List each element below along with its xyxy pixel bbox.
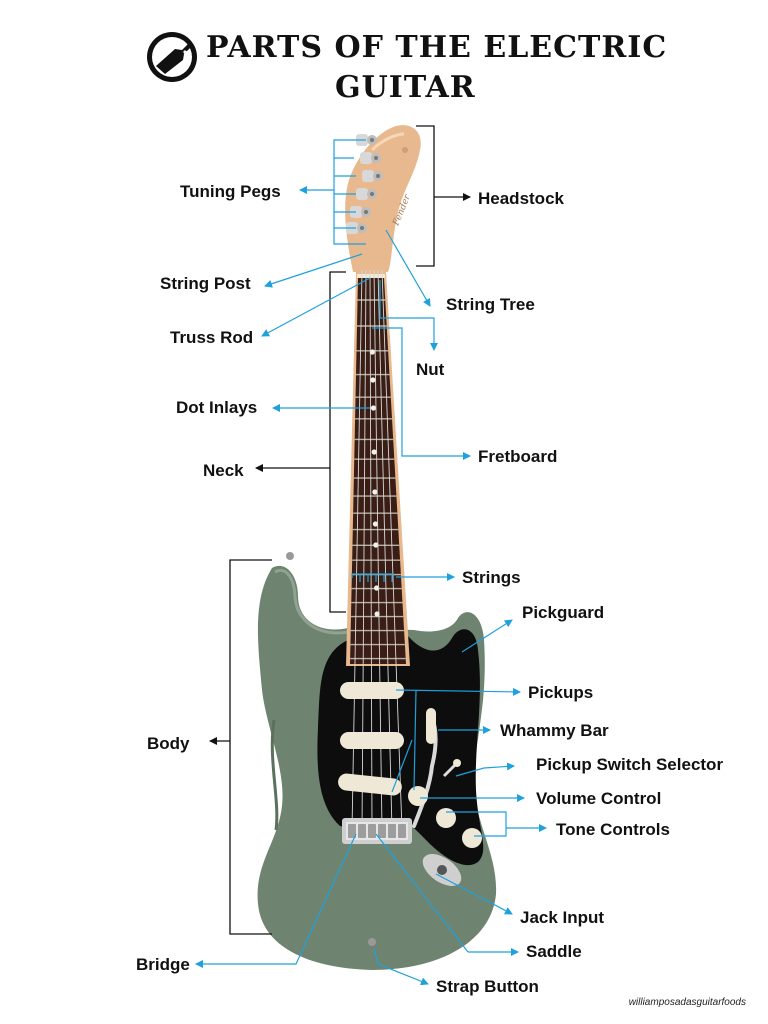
label-strings: Strings (462, 568, 521, 587)
label-strap-button: Strap Button (436, 977, 539, 996)
label-pickguard: Pickguard (522, 603, 605, 622)
label-volume-control: Volume Control (536, 789, 662, 808)
inlay-dot (374, 585, 380, 591)
pickup-switch (442, 759, 461, 778)
inlay-dot (370, 377, 376, 383)
label-body: Body (147, 734, 190, 753)
tuning-peg (356, 188, 377, 200)
inlay-dot (370, 405, 376, 411)
label-saddle: Saddle (526, 942, 582, 961)
saddle (388, 824, 396, 838)
label-pickups: Pickups (528, 683, 594, 702)
control-knobs (408, 786, 482, 848)
credit-watermark: williamposadasguitarfoods (628, 997, 746, 1008)
label-string-post: String Post (160, 274, 251, 293)
tuning-peg (362, 170, 383, 182)
saddle (358, 824, 366, 838)
label-dot-inlays: Dot Inlays (176, 398, 258, 417)
inlay-dot (372, 521, 379, 527)
dot-inlays (369, 349, 380, 617)
saddle (398, 824, 406, 838)
label-pickup-switch-selector: Pickup Switch Selector (536, 755, 724, 774)
tuning-pegs (346, 134, 383, 234)
page-title-line-2: GUITAR (335, 70, 476, 105)
pickups (338, 682, 404, 796)
label-tuning-pegs: Tuning Pegs (180, 182, 281, 201)
inlay-dot (369, 349, 375, 355)
guitar-headstock-icon (147, 32, 197, 82)
label-bridge: Bridge (136, 955, 190, 974)
label-fretboard: Fretboard (478, 447, 558, 466)
brackets (209, 125, 471, 935)
page-title-line-1: PARTS OF THE ELECTRIC (206, 30, 668, 65)
jack-input (422, 854, 462, 886)
label-neck: Neck (203, 461, 244, 480)
strap-button-bottom (368, 938, 376, 946)
inlay-dot (371, 449, 377, 455)
strap-button-top (286, 552, 294, 560)
label-jack-input: Jack Input (520, 908, 605, 927)
inlay-dot (374, 611, 380, 617)
pointer-lines (195, 139, 546, 986)
label-string-tree: String Tree (446, 295, 535, 314)
label-headstock: Headstock (478, 189, 564, 208)
saddle (348, 824, 356, 838)
bridge (342, 818, 412, 844)
label-truss-rod: Truss Rod (170, 328, 254, 347)
tuning-peg (360, 152, 381, 164)
inlay-dot (372, 489, 378, 495)
label-nut: Nut (416, 360, 445, 379)
saddle (378, 824, 386, 838)
label-tone-controls: Tone Controls (556, 820, 670, 839)
inlay-dot (373, 542, 379, 548)
saddle (368, 824, 376, 838)
label-whammy-bar: Whammy Bar (500, 721, 609, 740)
